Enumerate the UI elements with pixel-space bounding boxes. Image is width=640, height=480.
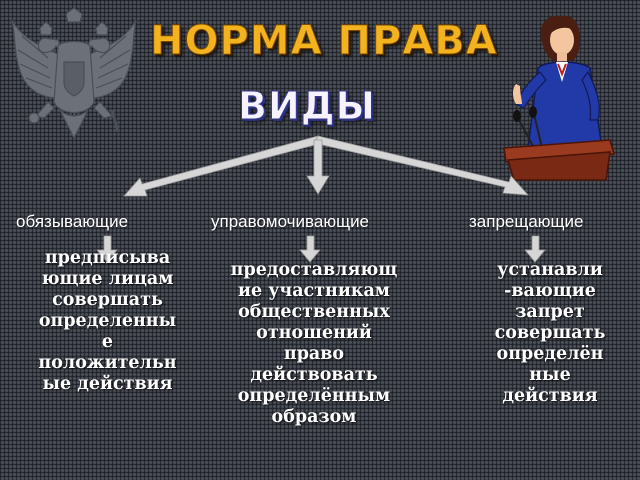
description-empowering: предоставляющ ие участникам общественных… — [208, 260, 420, 428]
speaker-at-podium-icon — [503, 15, 615, 181]
text-line: ющие лицам — [41, 269, 174, 289]
heading-prohibiting: запрещающие — [469, 212, 584, 231]
text-line: совершать — [52, 290, 163, 310]
text-line: ные — [529, 365, 571, 385]
text-line: е — [101, 332, 114, 352]
text-line: ие участникам — [237, 281, 391, 301]
speaker-illustration — [498, 8, 618, 183]
double-headed-eagle-icon — [11, 7, 137, 140]
text-line: определенны — [38, 311, 177, 331]
arrow-small-center — [299, 235, 321, 263]
description-prohibiting: устанавли -вающие запрет совершать опред… — [465, 260, 635, 407]
text-line: отношений — [256, 323, 372, 343]
page-title: НОРМА ПРАВА — [150, 18, 498, 65]
text-line: действия — [502, 386, 598, 406]
text-line: совершать — [494, 323, 606, 343]
arrow-small-left — [96, 235, 118, 263]
text-line: положительн — [38, 353, 177, 373]
text-line: предписыва — [44, 248, 171, 268]
text-line: определён — [496, 344, 604, 364]
text-line: право — [283, 344, 345, 364]
text-line: -вающие — [504, 281, 596, 301]
text-line: запрет — [515, 302, 585, 322]
heading-empowering: управомочивающие — [211, 212, 370, 231]
coat-of-arms-emblem — [8, 6, 140, 146]
heading-obligating: обязывающие — [16, 212, 129, 231]
text-line: устанавли — [497, 260, 603, 280]
arrow-small-right — [524, 235, 546, 263]
page-subtitle: ВИДЫ — [238, 84, 376, 129]
text-line: определённым — [237, 386, 391, 406]
text-line: образом — [271, 407, 357, 427]
text-line: действовать — [250, 365, 378, 385]
description-obligating: предписыва ющие лицам совершать определе… — [10, 248, 205, 395]
text-line: ые действия — [42, 374, 173, 394]
arrow-to-empowering — [306, 139, 330, 195]
arrow-to-prohibiting — [313, 135, 529, 196]
text-line: предоставляющ — [230, 260, 398, 280]
arrow-to-obligating — [123, 135, 323, 197]
text-line: общественных — [238, 302, 390, 322]
